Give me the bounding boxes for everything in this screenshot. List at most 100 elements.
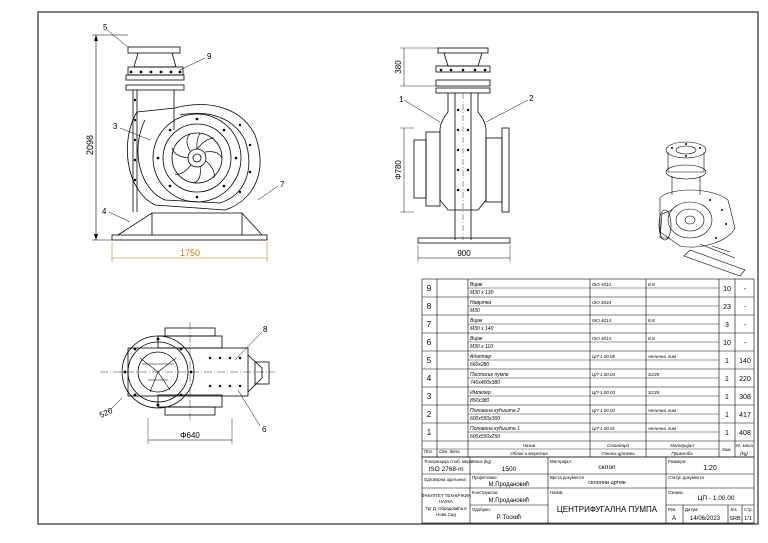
bom-row-mass: - — [744, 322, 747, 329]
bom-row-pos: 4 — [427, 374, 432, 383]
bom-row-standard: ISO 4034 — [592, 300, 612, 305]
side-view — [400, 47, 529, 262]
bom-row-qty: 23 — [723, 304, 731, 311]
bom-row-material: S235 — [648, 372, 660, 378]
bom-row-dim: 600x550x300 — [470, 416, 500, 422]
dim-top-diameter: Φ640 — [180, 431, 200, 440]
faculty-line-1: ФАКУЛТЕТ ТЕХНИЧКИХ — [421, 493, 470, 498]
bom-row-qty: 1 — [725, 358, 729, 365]
approved-label: Одобрио: — [472, 507, 491, 512]
title-block-text: Толеранција слоб. мера ISO 2768-m Маса (… — [421, 459, 752, 522]
isometric-view — [658, 141, 746, 277]
sheet-label: Стр. — [744, 507, 753, 512]
bom-row-pos: 8 — [427, 302, 432, 311]
callout-6: 6 — [262, 425, 267, 434]
bom-row-standard: ЦП-1.00.03 — [592, 390, 616, 395]
callout-7: 7 — [280, 180, 285, 189]
side-casing — [439, 93, 487, 211]
bom-row-standard: ЦП-1.00.01 — [592, 426, 616, 431]
bom-row-standard: ISO 4014 — [592, 282, 612, 287]
lang-value: SRB — [729, 516, 741, 522]
bom-row-material: 8.8 — [648, 336, 655, 342]
bom-row-name: Вијак — [470, 282, 483, 288]
approved-value: Р. Тоскић — [496, 515, 521, 521]
bom-row-standard: ISO 4014 — [592, 336, 612, 341]
bom-row-material: 8.8 — [648, 318, 655, 324]
status-label: Статус документа — [668, 475, 704, 480]
bom-row-material: челични лим — [648, 409, 677, 414]
bom-row-material: S235 — [648, 390, 660, 396]
bom-row-mass: 408 — [739, 430, 751, 437]
doc-type-label: Врста документа — [550, 475, 584, 480]
bom-row-pos: 2 — [427, 410, 432, 419]
material-value: склоп — [598, 464, 616, 471]
bom-header-pos: Поз. — [424, 449, 433, 454]
title-block — [421, 456, 755, 524]
bom-row-standard: ISO 4014 — [592, 318, 612, 323]
designed-value: М.Продановић — [489, 482, 530, 488]
bom-header-material: Материјал — [670, 443, 694, 448]
rev-value: A — [672, 516, 676, 522]
base-plate — [111, 234, 268, 241]
sheet-value: 1/1 — [744, 516, 752, 522]
bom-row-dim: М30 — [470, 308, 480, 314]
faculty-line-2: НАУКА — [439, 499, 453, 504]
iso-base — [683, 249, 746, 277]
bom-header-name: Назив — [523, 443, 536, 448]
bom-row-material: 8.8 — [648, 282, 655, 288]
bom-row-mass: - — [744, 304, 747, 311]
bom-row-material: челични лим — [648, 355, 677, 360]
callout-1: 1 — [399, 95, 404, 104]
name-label: Назив: — [550, 490, 563, 495]
callout-4: 4 — [102, 207, 107, 216]
code-value: ЦП - 1.00.00 — [698, 495, 735, 502]
bom-row-pos: 9 — [427, 284, 432, 293]
constructed-label: Конструисао: — [472, 490, 498, 495]
drawing-title: ЦЕНТРИФУГАЛНА ПУМПА — [557, 505, 658, 514]
bom-row-qty: 1 — [725, 394, 729, 401]
lang-label: Јез. — [730, 507, 738, 512]
callout-9: 9 — [207, 52, 212, 61]
bom-row-qty: 1 — [725, 430, 729, 437]
bom-row-qty: 10 — [723, 286, 731, 293]
side-view-labels: 1 2 380 Φ780 900 — [394, 60, 534, 258]
dim-front-height: 2098 — [85, 135, 95, 155]
bom-row-dim: М30 x 140 — [470, 326, 494, 332]
bom-row-mass: 308 — [739, 394, 751, 401]
bom-row-name: Половина кућишта 2 — [470, 407, 520, 414]
scale-label: Размера: — [668, 459, 686, 464]
bom-header-mass-unit: (kg) — [740, 451, 748, 456]
bom-row-material: челични лим — [648, 427, 677, 432]
bom-row-qty: 1 — [725, 376, 729, 383]
bom-row-standard: ЦП-1.00.05 — [592, 354, 616, 359]
bom-row-name: Навртка — [470, 300, 491, 306]
mass-label: Маса (kg) — [472, 459, 492, 464]
bom-row-name: Адаптер — [469, 354, 492, 360]
bom-header-dim: Облик и мере/ния — [510, 451, 548, 456]
bom-row-qty: 10 — [723, 340, 731, 347]
bom-row-standard: ЦП-1.00.02 — [592, 408, 616, 413]
responsible-label: Одговорна одељење — [424, 477, 467, 482]
bom-row-name: Постоље пумпе — [470, 372, 509, 378]
bom-row-pos: 1 — [427, 428, 432, 437]
bom-row-dim: 660x280 — [470, 362, 489, 368]
bom-row-pos: 7 — [427, 320, 432, 329]
front-view — [92, 29, 279, 262]
callout-3: 3 — [113, 122, 118, 131]
bom-row-mass: 220 — [739, 376, 751, 383]
bom-row-dim: 740x400x380 — [470, 380, 500, 386]
top-flange-plate — [127, 46, 181, 54]
bom-row-dim: М30 x 110 — [470, 344, 493, 350]
bom-row-pos: 6 — [427, 338, 432, 347]
doc-type-value: склопни цртеж — [588, 480, 626, 486]
designed-label: Пројектовао: — [472, 475, 498, 480]
rev-label: Рев. — [668, 507, 677, 512]
bom-row-mass: - — [744, 286, 747, 293]
bom-row-name: Половина кућишта 1 — [470, 425, 520, 432]
tolerance-value: ISO 2768-m — [428, 466, 463, 473]
top-view — [100, 322, 275, 444]
dim-front-width: 1750 — [180, 248, 200, 258]
mass-value: 1500 — [502, 466, 517, 473]
callout-8: 8 — [263, 325, 268, 334]
